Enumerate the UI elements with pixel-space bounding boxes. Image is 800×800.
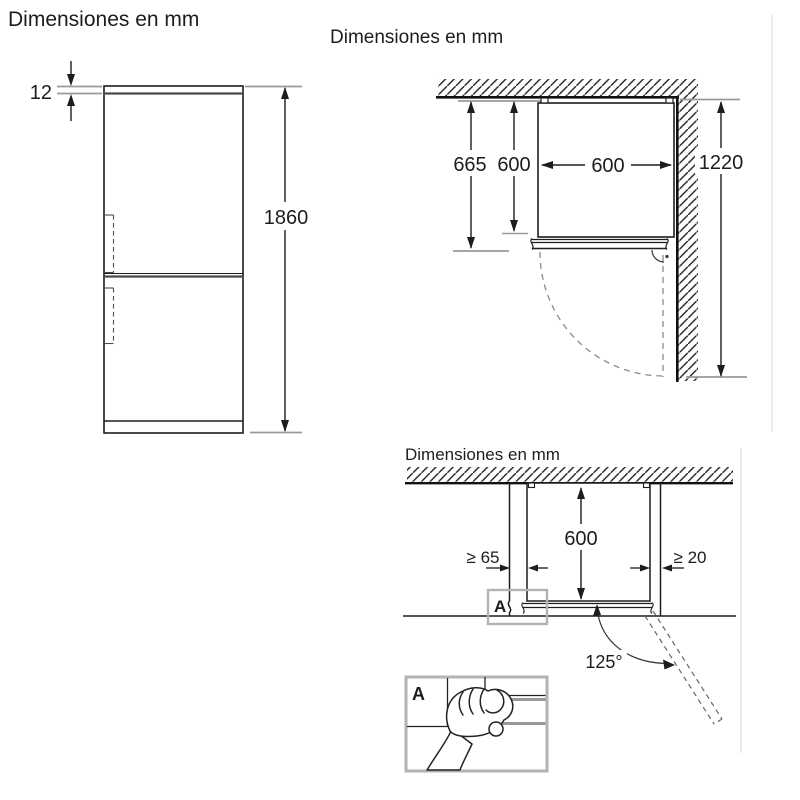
top-view-diagram: Dimensiones en mm (330, 27, 747, 382)
arrowhead-right (500, 564, 510, 572)
hinge-pivot-arc (651, 249, 665, 263)
arrowhead-right (660, 161, 672, 169)
arrowhead-left (541, 161, 553, 169)
detail-marker-box (486, 588, 549, 626)
hinge-pivot-dot (665, 254, 669, 259)
label-mask (695, 148, 747, 174)
top-view-title: Dimensiones en mm (330, 27, 503, 48)
arrowhead-left (662, 564, 672, 572)
arrowhead-up (717, 101, 725, 113)
dim-label-600-width: 600 (591, 155, 624, 177)
door-break-squiggle (665, 238, 669, 250)
arrowhead-up (467, 101, 475, 113)
label-mask (259, 202, 313, 230)
hinge-tab (527, 482, 536, 489)
carousel-edge-lines (740, 15, 773, 753)
arrowhead-right (640, 564, 650, 572)
niche-view-diagram: Dimensiones en mm 600 ≥ 65 ≥ (403, 445, 736, 725)
arrowhead-left (528, 564, 538, 572)
detail-inset-label: A (412, 684, 425, 704)
dim-label-600-depth: 600 (497, 154, 530, 176)
label-mask (559, 524, 603, 550)
arrowhead-down (577, 588, 585, 600)
fridge-door-closed (521, 602, 654, 614)
hinge-tab (665, 97, 674, 104)
niche-view-title: Dimensiones en mm (405, 445, 560, 464)
fridge-door-open-125 (644, 610, 723, 725)
arrowhead-up (67, 94, 75, 106)
dim-label-door-angle: 125° (585, 652, 622, 672)
wall-hatch-horizontal (407, 467, 733, 483)
wall-hatch-horizontal (438, 79, 698, 97)
dim-label-1860: 1860 (264, 207, 309, 229)
dim-label-665: 665 (453, 154, 486, 176)
hand-illustration (426, 687, 514, 771)
label-mask (494, 150, 534, 176)
door-break-squiggle (530, 238, 534, 250)
upper-door-handle (104, 214, 115, 274)
arrowhead-up (281, 87, 289, 99)
arrowhead-down (281, 420, 289, 432)
arrowhead-down (467, 237, 475, 249)
label-mask (449, 150, 491, 176)
door-break-squiggle (521, 602, 525, 614)
wall-hatch-vertical (677, 97, 698, 381)
label-mask (581, 650, 627, 673)
door-angle-arc (596, 605, 666, 665)
detail-marker-label: A (494, 597, 506, 616)
arrowhead-up (510, 101, 518, 113)
arrowhead-down (510, 220, 518, 232)
arrowhead-up (577, 487, 585, 499)
arrowhead-up (593, 604, 601, 616)
detail-inset: A (404, 675, 549, 773)
arrowhead-down (717, 365, 725, 377)
hinge-tab (642, 482, 651, 489)
dim-label-12: 12 (30, 82, 52, 104)
front-view-title: Dimensiones en mm (8, 8, 199, 31)
left-cabinet-panel (507, 483, 512, 616)
dim-label-1220: 1220 (699, 152, 744, 174)
dim-label-600-niche: 600 (564, 528, 597, 550)
hinge-tab (540, 97, 549, 104)
label-mask (585, 152, 631, 177)
lower-door-handle (104, 287, 115, 345)
arrowhead-right (663, 659, 675, 670)
fridge-front-outline (103, 85, 244, 434)
dim-label-left-clearance: ≥ 65 (467, 548, 500, 567)
door-swing-arc (539, 251, 665, 377)
door-break-squiggle (650, 602, 654, 614)
arrowhead-down (67, 74, 75, 86)
front-view-diagram: Dimensiones en mm 12 (8, 8, 313, 434)
fridge-door-closed (530, 238, 669, 250)
dim-label-right-clearance: ≥ 20 (674, 548, 707, 567)
